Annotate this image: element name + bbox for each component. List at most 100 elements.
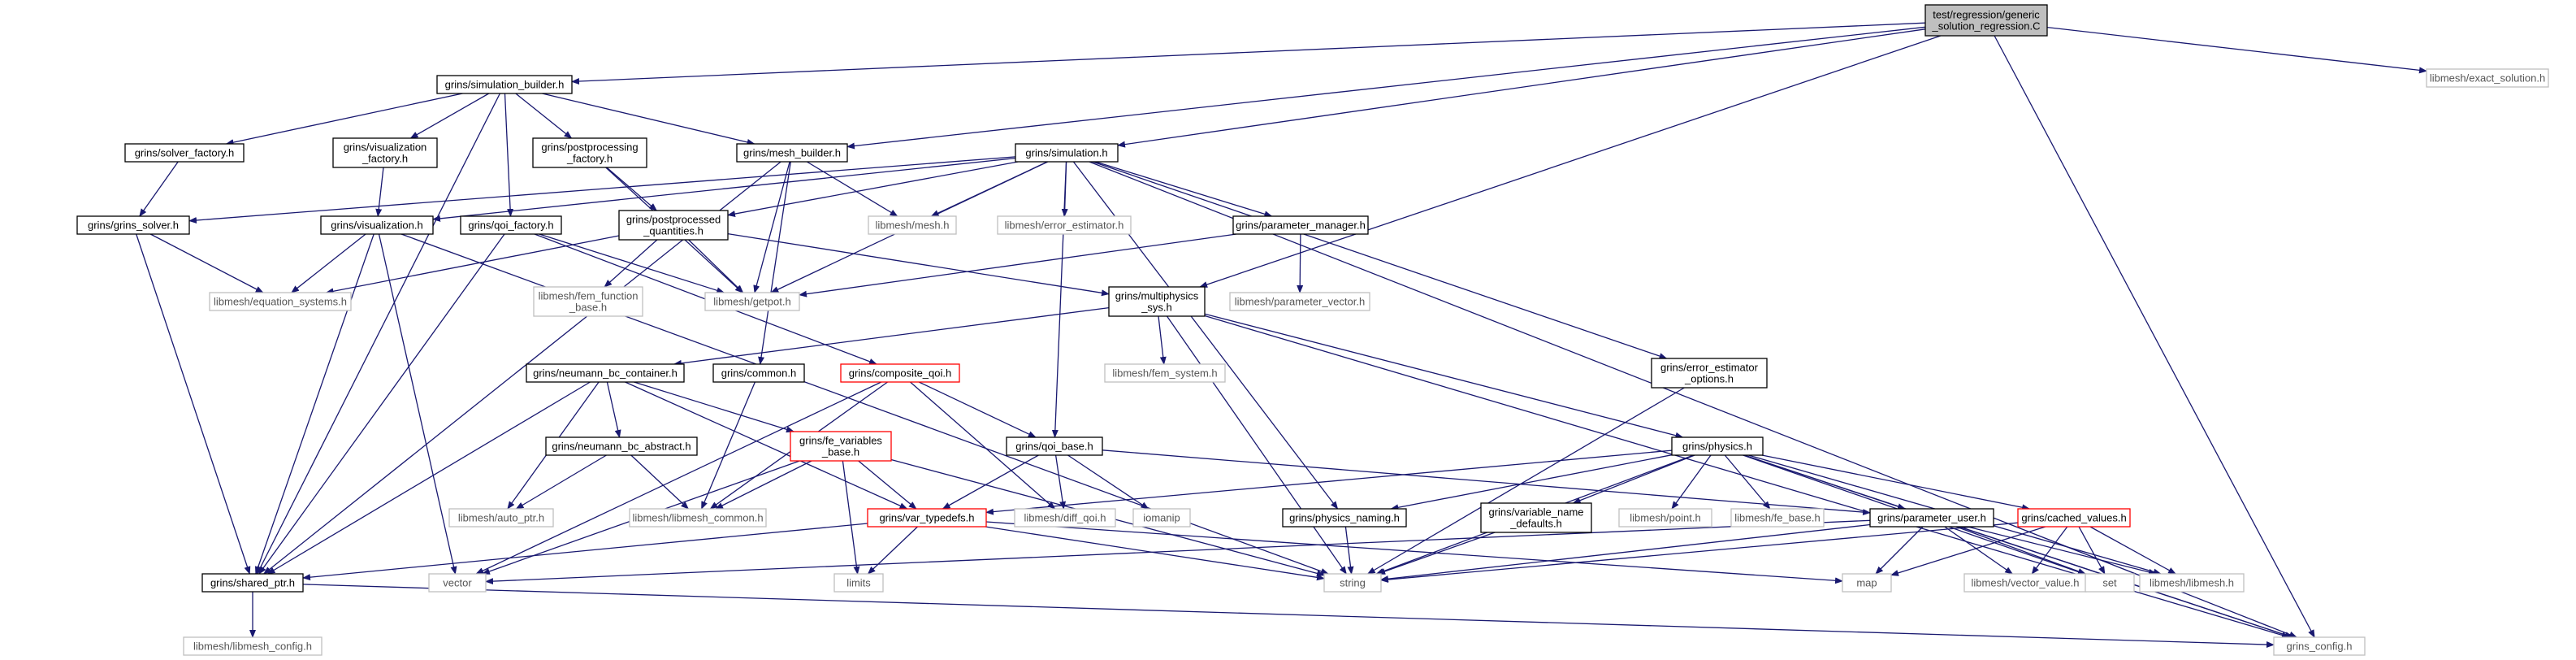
node-variable-name-defaults[interactable]: grins/variable_name_defaults.h — [1480, 502, 1592, 533]
edge-mesh-builder-to-getpot — [753, 161, 790, 293]
node-box-limits — [833, 573, 884, 593]
node-label-visualization-factory-line-2: _factory.h — [362, 153, 408, 165]
node-grins-common[interactable]: grins/common.h — [712, 363, 805, 383]
node-physics[interactable]: grins/physics.h — [1671, 436, 1764, 456]
edge-parameter-user-to-string — [1380, 523, 1871, 583]
node-label-simulation-builder: grins/simulation_builder.h — [445, 79, 565, 91]
node-box-physics — [1671, 436, 1764, 456]
node-label-fem-function-base-line-2: _base.h — [569, 302, 607, 314]
node-label-composite-qoi: grins/composite_qoi.h — [849, 367, 951, 380]
node-parameter-user[interactable]: grins/parameter_user.h — [1869, 508, 1994, 528]
node-visualization-factory[interactable]: grins/visualization_factory.h — [332, 137, 438, 168]
node-box-composite-qoi — [840, 363, 960, 383]
node-grins-solver[interactable]: grins/grins_solver.h — [76, 215, 190, 235]
node-simulation-builder[interactable]: grins/simulation_builder.h — [436, 75, 573, 94]
node-box-fem-system — [1104, 363, 1226, 383]
node-visualization[interactable]: grins/visualization.h — [320, 215, 434, 235]
edge-simulation-to-visualization — [432, 157, 1016, 222]
edge-physics-to-cached-values — [1761, 454, 2031, 511]
node-composite-qoi[interactable]: grins/composite_qoi.h — [840, 363, 960, 383]
node-multiphysics-sys[interactable]: grins/multiphysics_sys.h — [1108, 286, 1206, 317]
edge-physics-naming-to-string — [1344, 526, 1354, 575]
edge-neumann-bc-container-to-neumann-bc-abstract — [606, 381, 621, 438]
node-label-map: map — [1856, 577, 1877, 589]
node-qoi-factory[interactable]: grins/qoi_factory.h — [460, 215, 562, 235]
edge-var-typedefs-to-string — [985, 526, 1325, 581]
node-box-root — [1924, 4, 2048, 37]
node-box-grins-solver — [76, 215, 190, 235]
edge-root-to-exact-solution — [2046, 26, 2427, 74]
node-label-multiphysics-sys-line-1: grins/multiphysics — [1115, 290, 1199, 302]
edges-layer — [136, 22, 2427, 649]
node-neumann-bc-container[interactable]: grins/neumann_bc_container.h — [526, 363, 685, 383]
edge-simulation-builder-to-solver-factory — [225, 93, 463, 146]
node-label-fe-variables-base-line-1: grins/fe_variables — [799, 435, 882, 447]
edge-postprocessed-quantities-to-equation-systems — [325, 235, 620, 295]
node-box-visualization — [320, 215, 434, 235]
node-label-getpot: libmesh/getpot.h — [713, 296, 790, 308]
edge-physics-to-variable-name-defaults — [1572, 454, 1695, 504]
edge-root-to-mesh-builder — [846, 26, 1926, 150]
node-box-fe-variables-base — [790, 431, 892, 462]
edge-qoi-factory-to-shared-ptr — [258, 233, 505, 575]
node-box-cached-values — [2017, 508, 2131, 528]
edge-qoi-base-to-diff-qoi — [1054, 454, 1067, 510]
node-box-iomanip — [1132, 508, 1191, 528]
node-var-typedefs[interactable]: grins/var_typedefs.h — [867, 508, 987, 528]
node-root[interactable]: test/regression/generic_solution_regress… — [1924, 4, 2048, 37]
node-parameter-manager[interactable]: grins/parameter_manager.h — [1232, 215, 1369, 235]
node-box-equation-systems — [209, 292, 352, 311]
node-label-error-estimator: libmesh/error_estimator.h — [1005, 219, 1124, 232]
edge-postprocessed-quantities-to-getpot — [688, 239, 744, 293]
node-postprocessing-factory[interactable]: grins/postprocessing_factory.h — [532, 137, 647, 168]
node-label-libmesh-common: libmesh/libmesh_common.h — [632, 512, 763, 524]
node-label-shared-ptr: grins/shared_ptr.h — [210, 577, 295, 589]
node-fe-variables-base[interactable]: grins/fe_variables_base.h — [790, 431, 892, 462]
node-box-libmesh-libmesh — [2139, 573, 2245, 593]
node-simulation[interactable]: grins/simulation.h — [1015, 143, 1119, 163]
edge-simulation-builder-to-mesh-builder — [542, 93, 755, 145]
node-postprocessed-quantities[interactable]: grins/postprocessed_quantities.h — [618, 210, 729, 241]
edge-root-to-multiphysics-sys — [1199, 35, 1942, 288]
edge-shared-ptr-to-grins-config — [302, 584, 2275, 649]
node-box-visualization-factory — [332, 137, 438, 168]
node-box-parameter-vector — [1229, 292, 1370, 311]
node-box-grins-config — [2273, 636, 2366, 656]
node-neumann-bc-abstract[interactable]: grins/neumann_bc_abstract.h — [545, 436, 698, 456]
edge-composite-qoi-to-qoi-base — [918, 381, 1037, 438]
edge-fe-variables-base-to-libmesh-common — [715, 460, 812, 510]
node-physics-naming[interactable]: grins/physics_naming.h — [1282, 508, 1407, 528]
node-libmesh-common: libmesh/libmesh_common.h — [629, 508, 767, 528]
node-mesh-builder[interactable]: grins/mesh_builder.h — [736, 143, 848, 163]
node-label-physics: grins/physics.h — [1682, 441, 1752, 453]
edge-parameter-user-to-map — [1875, 526, 1924, 575]
edge-simulation-to-grins-solver — [188, 156, 1016, 224]
edge-cached-values-to-vector-value — [2031, 526, 2068, 575]
edge-mesh-builder-to-grins-common — [758, 161, 791, 365]
node-label-string: string — [1340, 577, 1366, 589]
node-box-libmesh-point — [1618, 508, 1712, 528]
node-error-estimator-options[interactable]: grins/error_estimator_options.h — [1651, 358, 1768, 389]
node-box-postprocessed-quantities — [618, 210, 729, 241]
node-box-variable-name-defaults — [1480, 502, 1592, 533]
edge-visualization-factory-to-visualization — [375, 167, 384, 217]
node-solver-factory[interactable]: grins/solver_factory.h — [124, 143, 245, 163]
edge-simulation-builder-to-qoi-factory — [504, 93, 514, 217]
edge-simulation-to-postprocessed-quantities — [727, 161, 1019, 218]
node-cached-values[interactable]: grins/cached_values.h — [2017, 508, 2131, 528]
node-label-error-estimator-options-line-1: grins/error_estimator — [1660, 362, 1759, 374]
edge-simulation-builder-to-visualization-factory — [409, 93, 490, 139]
node-qoi-base[interactable]: grins/qoi_base.h — [1006, 436, 1103, 456]
node-label-physics-naming: grins/physics_naming.h — [1289, 512, 1400, 524]
node-box-shared-ptr — [201, 573, 304, 593]
node-label-vector: vector — [443, 577, 472, 589]
node-label-fe-base: libmesh/fe_base.h — [1734, 512, 1821, 524]
node-label-fem-function-base-line-1: libmesh/fem_function — [539, 290, 639, 302]
edge-cached-values-to-map — [1890, 526, 2046, 576]
edge-grins-common-to-libmesh-common — [701, 381, 755, 510]
edge-postprocessed-quantities-to-fem-function-base — [604, 239, 658, 288]
node-shared-ptr[interactable]: grins/shared_ptr.h — [201, 573, 304, 593]
edge-qoi-factory-to-getpot — [539, 233, 725, 294]
node-label-grins-solver: grins/grins_solver.h — [88, 219, 179, 232]
edge-composite-qoi-to-diff-qoi — [910, 381, 1056, 510]
